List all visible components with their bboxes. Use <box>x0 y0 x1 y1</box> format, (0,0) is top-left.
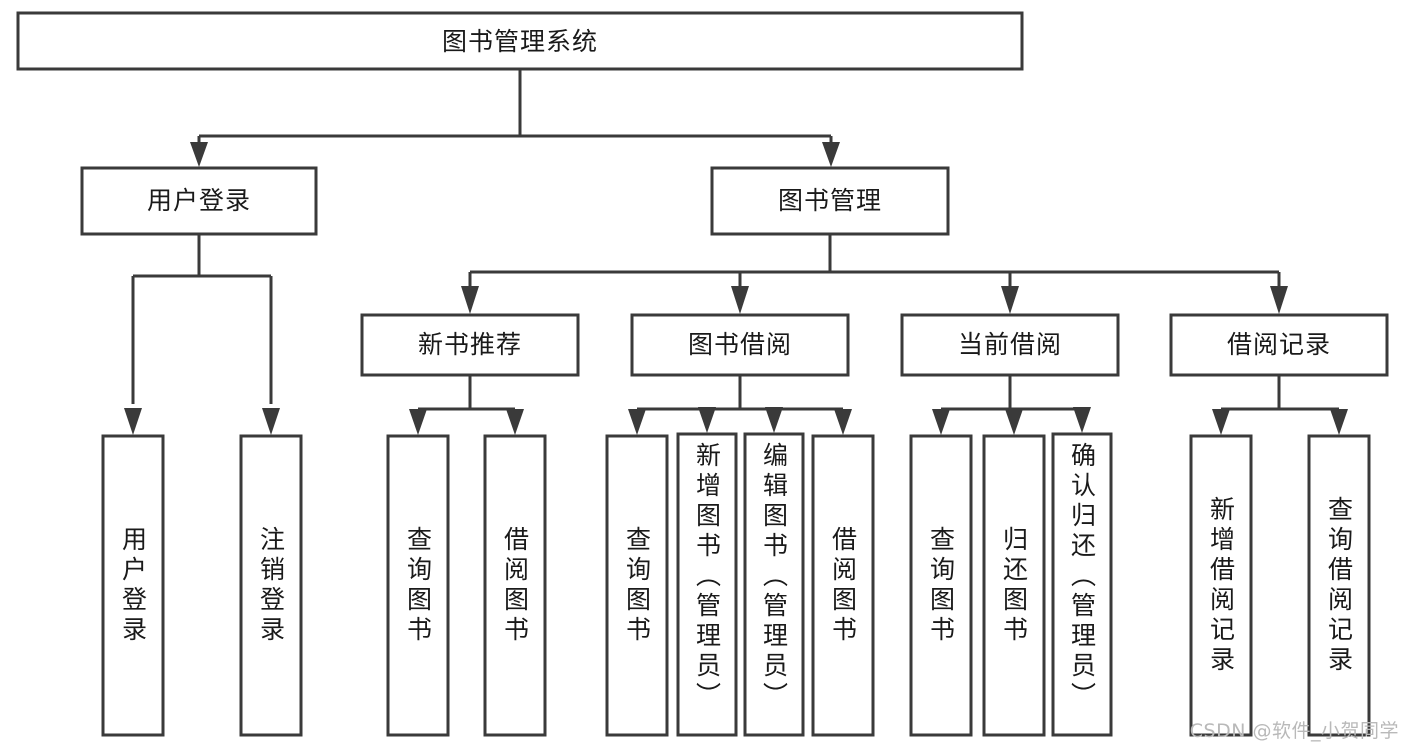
arrow-to-current-borrow <box>1001 286 1019 314</box>
arrow-to-leaf-query-book-cur <box>932 409 950 435</box>
arrow-to-user-login <box>190 142 208 167</box>
leaf-return-book-box[interactable] <box>982 434 1046 737</box>
node-borrow-record-box[interactable] <box>1169 313 1389 377</box>
arrow-to-leaf-edit-book <box>765 407 783 433</box>
arrow-to-leaf-query-record <box>1330 409 1348 435</box>
leaf-borrow-book-box[interactable] <box>811 434 875 737</box>
arrow-to-book-borrow <box>731 286 749 314</box>
leaf-edit-book-box[interactable] <box>743 432 805 737</box>
leaf-node-group <box>101 432 1371 737</box>
arrow-to-leaf-borrow-book-rec <box>506 409 524 435</box>
node-borrow-record-label: 借阅记录 <box>1227 330 1331 359</box>
node-root-box[interactable] <box>16 11 1024 71</box>
arrow-to-leaf-confirm-return <box>1073 407 1091 433</box>
leaf-user-login-box[interactable] <box>101 434 165 737</box>
node-current-borrow-label: 当前借阅 <box>958 330 1062 359</box>
node-user-login[interactable]: 用户登录 <box>80 166 318 236</box>
leaf-query-record-box[interactable] <box>1307 434 1371 737</box>
arrow-to-leaf-user-login <box>124 408 142 435</box>
node-new-book-rec-label: 新书推荐 <box>418 330 522 359</box>
node-current-borrow[interactable]: 当前借阅 <box>900 313 1120 377</box>
node-user-login-box[interactable] <box>80 166 318 236</box>
node-book-borrow-box[interactable] <box>630 313 850 377</box>
leaf-add-book-box[interactable] <box>676 432 738 737</box>
leaf-confirm-return-box[interactable] <box>1051 432 1113 737</box>
node-book-manage[interactable]: 图书管理 <box>710 166 950 236</box>
leaf-add-record-box[interactable] <box>1189 434 1253 737</box>
arrow-to-borrow-record <box>1270 286 1288 314</box>
node-book-manage-label: 图书管理 <box>778 186 882 215</box>
leaf-user-logout-box[interactable] <box>239 434 303 737</box>
node-new-book-rec-box[interactable] <box>360 313 580 377</box>
connector-group <box>124 69 1348 435</box>
node-book-manage-box[interactable] <box>710 166 950 236</box>
arrow-to-leaf-add-book <box>698 407 716 433</box>
node-new-book-rec[interactable]: 新书推荐 <box>360 313 580 377</box>
arrow-to-leaf-borrow-book <box>834 409 852 435</box>
leaf-borrow-book-rec-box[interactable] <box>483 434 547 737</box>
arrow-to-book-manage <box>822 142 840 167</box>
node-root[interactable]: 图书管理系统 <box>16 11 1024 71</box>
leaf-query-book-rec-box[interactable] <box>386 434 450 737</box>
node-current-borrow-box[interactable] <box>900 313 1120 377</box>
arrow-to-leaf-user-logout <box>262 408 280 435</box>
node-borrow-record[interactable]: 借阅记录 <box>1169 313 1389 377</box>
arrow-to-leaf-return-book <box>1005 409 1023 435</box>
node-root-label: 图书管理系统 <box>442 27 598 56</box>
arrow-to-leaf-query-book-borrow <box>628 409 646 435</box>
leaf-query-book-borrow-box[interactable] <box>605 434 669 737</box>
node-book-borrow[interactable]: 图书借阅 <box>630 313 850 377</box>
leaf-query-book-cur-box[interactable] <box>909 434 973 737</box>
arrow-to-leaf-query-book-rec <box>409 409 427 435</box>
node-user-login-label: 用户登录 <box>147 186 251 215</box>
arrow-to-leaf-add-record <box>1212 409 1230 435</box>
node-book-borrow-label: 图书借阅 <box>688 330 792 359</box>
arrow-to-new-book-rec <box>461 286 479 314</box>
